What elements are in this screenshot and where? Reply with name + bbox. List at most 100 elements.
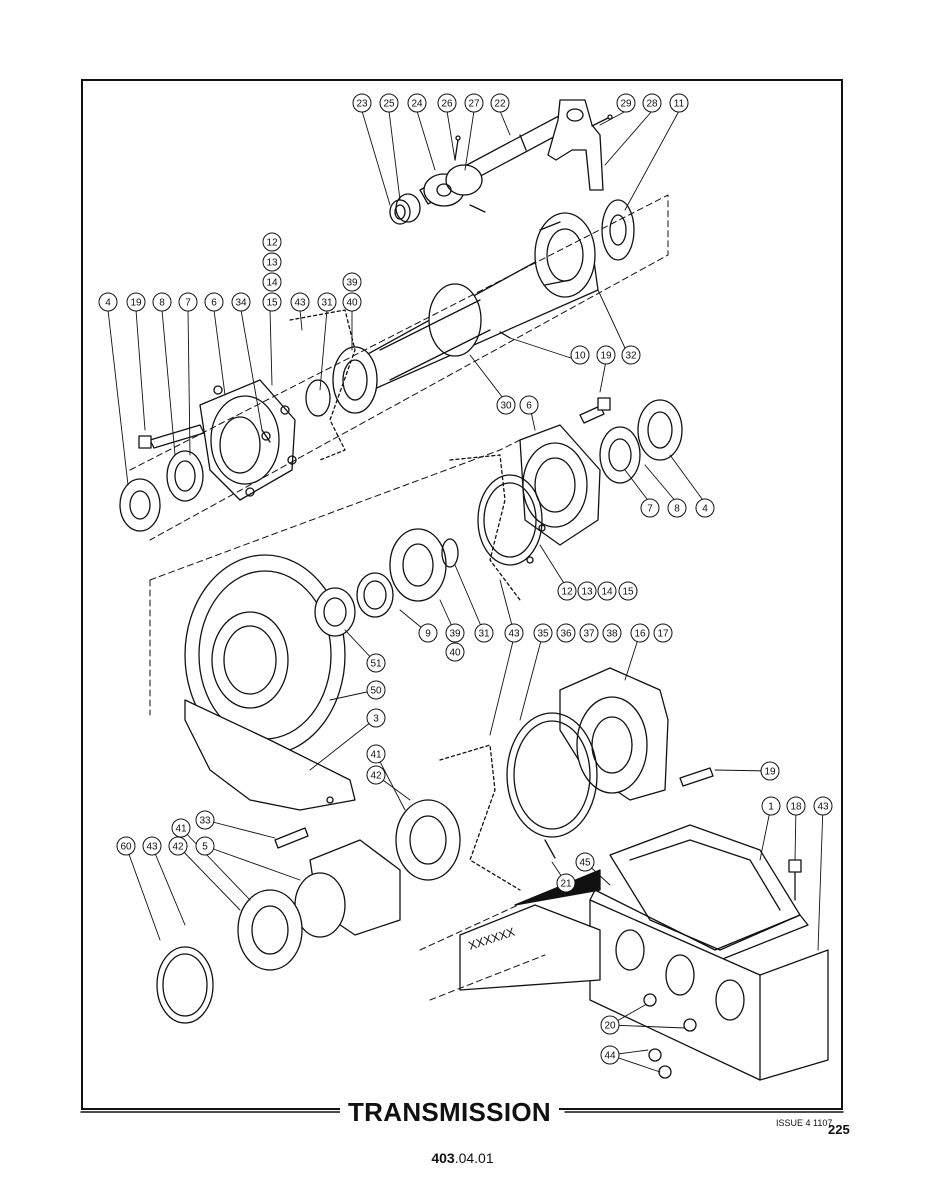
callout-14: 14: [597, 581, 617, 601]
callout-circle: [577, 581, 597, 601]
callout-10: 10: [570, 345, 590, 365]
callout-number: 11: [674, 99, 685, 110]
callout-circle: [669, 93, 689, 113]
bolt-19-right: [579, 397, 611, 424]
callout-circle: [618, 581, 638, 601]
callout-number: 37: [583, 629, 595, 640]
callout-number: 6: [526, 401, 532, 412]
plug-20: [643, 993, 697, 1032]
callout-8: 8: [667, 498, 687, 518]
callout-number: 33: [199, 816, 211, 827]
callout-number: 35: [537, 629, 549, 640]
callout-31: 31: [317, 292, 337, 312]
circlip-31-mid: [441, 538, 459, 568]
callout-27: 27: [464, 93, 484, 113]
callout-number: 22: [494, 99, 506, 110]
callout-number: 17: [657, 629, 669, 640]
callout-circle: [195, 810, 215, 830]
ring-9: [356, 572, 394, 618]
callout-14: 14: [262, 272, 282, 292]
callout-circle: [168, 836, 188, 856]
callout-circle: [262, 292, 282, 312]
callout-number: 8: [674, 504, 680, 515]
callout-number: 43: [294, 298, 306, 309]
callout-number: 29: [620, 99, 632, 110]
callout-number: 31: [321, 298, 333, 309]
bearing-39-40-mid: [389, 528, 447, 602]
callout-circle: [786, 796, 806, 816]
callout-number: 15: [622, 587, 634, 598]
callout-circle: [616, 93, 636, 113]
callout-circle: [204, 292, 224, 312]
callout-number: 1: [768, 802, 774, 813]
callout-circle: [98, 292, 118, 312]
callout-50: 50: [366, 680, 386, 700]
callout-40: 40: [445, 642, 465, 662]
callout-number: 30: [500, 401, 512, 412]
callout-39: 39: [445, 623, 465, 643]
bolt-18: [788, 859, 802, 901]
callout-41: 41: [171, 818, 191, 838]
callout-number: 27: [468, 99, 480, 110]
callout-7: 7: [640, 498, 660, 518]
seal-4-right: [637, 399, 683, 461]
callout-circle: [504, 623, 524, 643]
bolt-19-rear: [679, 767, 714, 787]
callout-number: 40: [346, 298, 358, 309]
callout-circle: [579, 623, 599, 643]
callout-7: 7: [178, 292, 198, 312]
callout-number: 42: [172, 842, 184, 853]
callout-51: 51: [366, 653, 386, 673]
callout-circle: [379, 93, 399, 113]
callout-circle: [445, 642, 465, 662]
callout-43: 43: [504, 623, 524, 643]
bearing-41-42-lower: [237, 889, 303, 971]
fork-pin: [591, 114, 613, 127]
callout-number: 3: [373, 714, 379, 725]
callout-number: 39: [449, 629, 461, 640]
callout-circle: [621, 345, 641, 365]
selector-shaft: [419, 109, 579, 207]
callout-number: 43: [146, 842, 158, 853]
callout-circle: [575, 852, 595, 872]
callout-circle: [496, 395, 516, 415]
callout-4: 4: [98, 292, 118, 312]
callout-circle: [352, 93, 372, 113]
callout-39: 39: [342, 272, 362, 292]
callout-number: 19: [764, 767, 776, 778]
callout-number: 28: [646, 99, 658, 110]
callout-12: 12: [262, 232, 282, 252]
callout-circle: [761, 796, 781, 816]
callout-number: 12: [561, 587, 573, 598]
callout-8: 8: [152, 292, 172, 312]
callout-30: 30: [496, 395, 516, 415]
plug-34: [261, 429, 271, 443]
callout-number: 9: [425, 629, 431, 640]
callout-6: 6: [519, 395, 539, 415]
callout-17: 17: [653, 623, 673, 643]
casing-break-top: [289, 309, 356, 461]
callout-number: 44: [604, 1051, 616, 1062]
callout-4: 4: [695, 498, 715, 518]
callout-number: 6: [211, 298, 217, 309]
seal-4-left: [119, 478, 161, 532]
callout-circle: [596, 345, 616, 365]
housing-block-left: [459, 869, 601, 991]
callout-9: 9: [418, 623, 438, 643]
callout-19: 19: [596, 345, 616, 365]
callout-circle: [760, 761, 780, 781]
callout-number: 16: [634, 629, 646, 640]
callout-number: 45: [579, 858, 591, 869]
callout-34: 34: [231, 292, 251, 312]
callout-circle: [630, 623, 650, 643]
spacer-51: [314, 587, 356, 637]
callout-circle: [366, 680, 386, 700]
callout-circle: [342, 272, 362, 292]
callout-circle: [366, 653, 386, 673]
callout-23: 23: [352, 93, 372, 113]
seal-60: [156, 946, 214, 1024]
shims-7-8-left: [166, 450, 204, 502]
callout-number: 25: [383, 99, 395, 110]
shaft-seal-rings: [389, 193, 421, 225]
